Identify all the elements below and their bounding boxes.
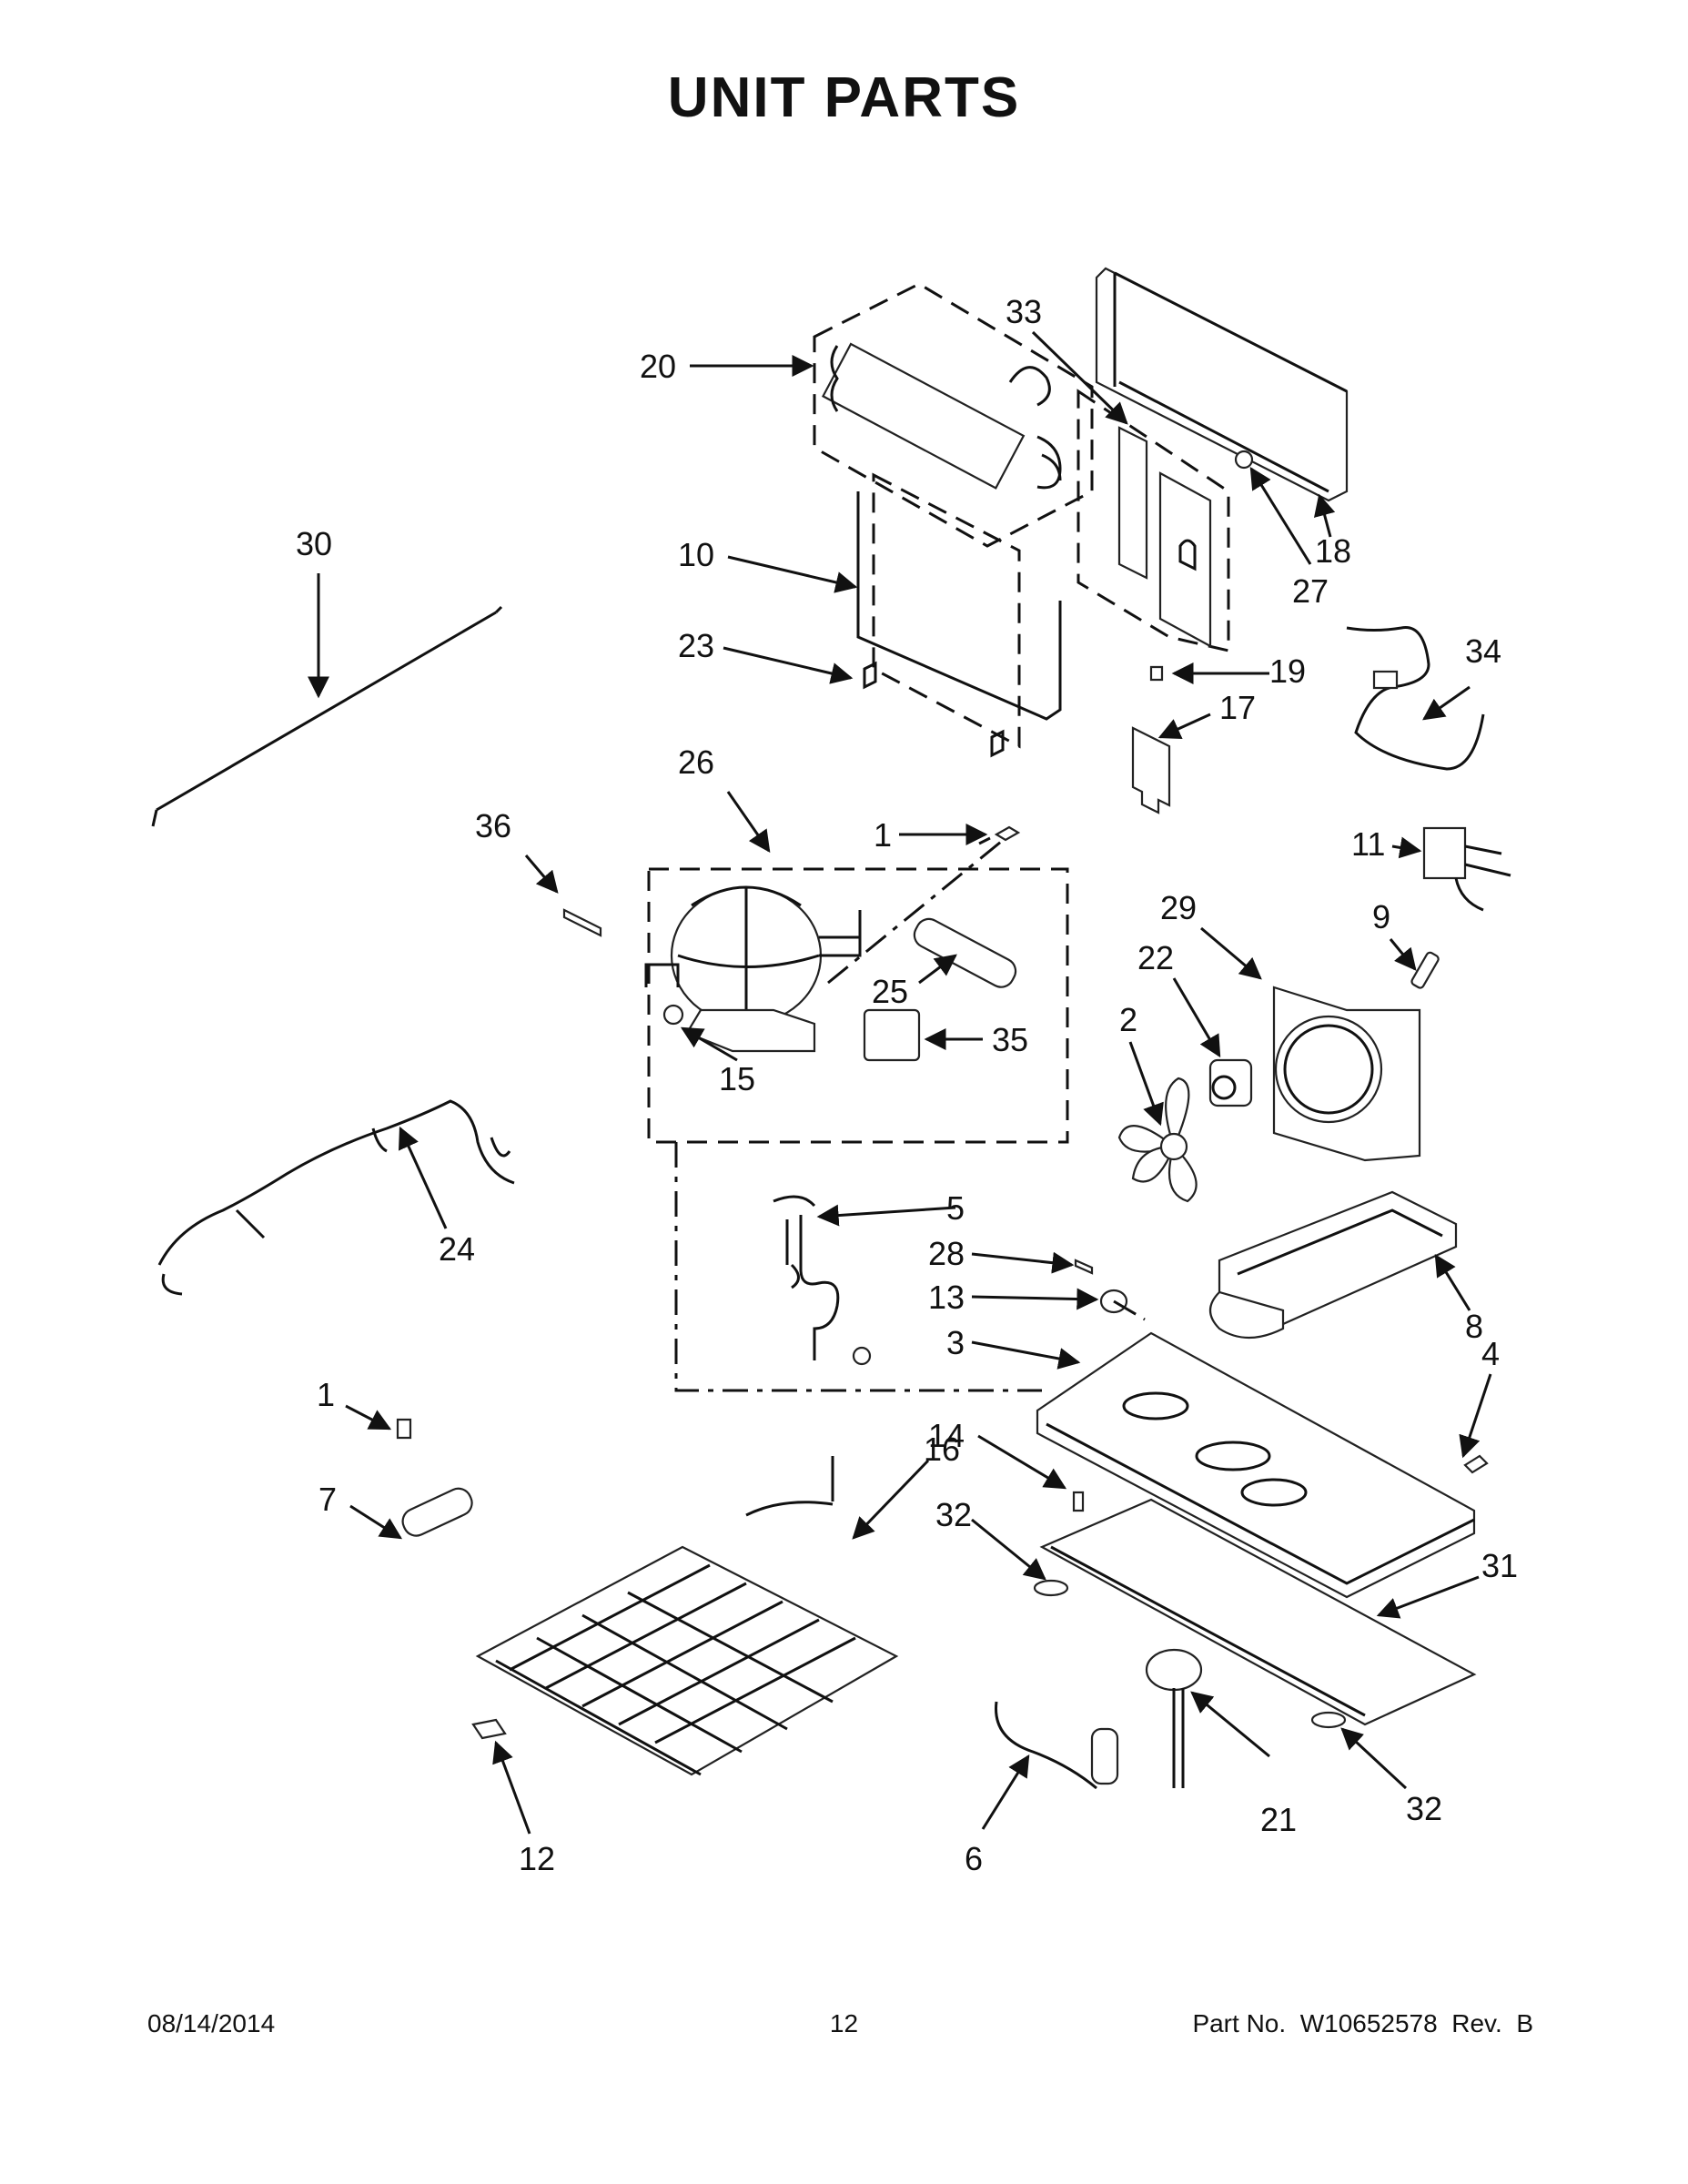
part-cover-panel [1095, 267, 1349, 502]
callout-12: 12 [519, 1840, 555, 1877]
callout-32a: 32 [935, 1496, 972, 1533]
callout-25: 25 [872, 973, 908, 1010]
callout-28: 28 [928, 1235, 965, 1272]
part-connector-11 [1422, 826, 1511, 912]
callout-30: 30 [296, 525, 332, 562]
callout-29: 29 [1160, 889, 1197, 926]
part-compressor-group [644, 867, 1069, 1144]
part-tube-5 [773, 1195, 872, 1366]
part-condenser-coil [813, 282, 1094, 548]
callout-36: 36 [475, 807, 511, 844]
page-title: UNIT PARTS [667, 66, 1021, 129]
callout-31: 31 [1481, 1547, 1518, 1584]
callout-32b: 32 [1406, 1790, 1442, 1827]
part-mount-bracket [1076, 389, 1230, 652]
callout-10: 10 [678, 536, 714, 573]
callout-1b: 1 [317, 1376, 335, 1413]
part-screw-9 [1410, 951, 1440, 989]
callout-27: 27 [1292, 572, 1329, 610]
part-condenser-16 [475, 1456, 899, 1776]
callout-33: 33 [1006, 293, 1042, 330]
callout-4: 4 [1481, 1335, 1500, 1372]
callout-11: 11 [1351, 825, 1385, 863]
callout-6: 6 [965, 1840, 983, 1877]
part-harness-24 [157, 1099, 515, 1296]
part-drain-pan-8 [1208, 1190, 1458, 1339]
part-sensor-6 [995, 1701, 1119, 1790]
part-clip-12 [471, 1718, 507, 1740]
part-bracket-17 [1131, 665, 1171, 814]
callout-15: 15 [719, 1060, 755, 1097]
callout-5: 5 [946, 1189, 965, 1227]
part-support-bracket [856, 472, 1062, 758]
callout-35: 35 [992, 1021, 1028, 1058]
footer-date: 08/14/2014 [147, 2009, 276, 2037]
callout-17: 17 [1219, 689, 1256, 726]
leader-lines [308, 330, 1492, 1835]
callout-26: 26 [678, 743, 714, 781]
part-wire-30 [151, 605, 503, 827]
callout-1a: 1 [874, 816, 892, 854]
callout-3: 3 [946, 1324, 965, 1361]
callout-7: 7 [318, 1481, 337, 1518]
callout-8: 8 [1465, 1308, 1483, 1345]
leader-dashdot [674, 840, 1146, 1392]
callout-21: 21 [1260, 1801, 1297, 1838]
part-screw-4 [1463, 1454, 1489, 1474]
part-fan-motor-22 [1208, 1058, 1253, 1107]
callout-19: 19 [1269, 652, 1306, 690]
callout-9: 9 [1372, 898, 1390, 935]
part-tube-7 [401, 1487, 473, 1537]
callout-20: 20 [640, 348, 676, 385]
part-clip-36 [562, 908, 602, 937]
part-drier-25 [913, 917, 1017, 988]
part-screw-1b [396, 1418, 412, 1440]
callout-16b: 16 [924, 1431, 960, 1468]
callout-18: 18 [1315, 532, 1351, 570]
footer-page-number: 12 [829, 2009, 859, 2037]
part-cover-plate-31 [1039, 1498, 1477, 1726]
part-relay-35 [863, 1008, 921, 1062]
part-screw-27 [1234, 450, 1254, 470]
callout-13: 13 [928, 1279, 965, 1316]
part-motor-21 [1145, 1648, 1203, 1788]
part-fan-blade-2 [1117, 1077, 1198, 1203]
part-foot-32b [1310, 1711, 1347, 1729]
callout-22: 22 [1137, 939, 1174, 976]
footer-part-number: Part No. W10652578 Rev. B [1192, 2009, 1533, 2037]
callout-labels: 20 33 10 23 18 27 19 17 34 30 26 1 11 36… [296, 293, 1518, 1877]
part-base-plate-3 [1036, 1331, 1476, 1599]
part-wire-34 [1346, 626, 1485, 771]
part-foot-32a [1033, 1579, 1069, 1597]
callout-24: 24 [439, 1230, 475, 1268]
callout-34: 34 [1465, 632, 1501, 670]
part-fan-shroud-29 [1272, 986, 1421, 1162]
callout-23: 23 [678, 627, 714, 664]
part-screw-14 [1072, 1491, 1085, 1512]
callout-2: 2 [1119, 1001, 1137, 1038]
callout-14: 14 [928, 1417, 965, 1454]
